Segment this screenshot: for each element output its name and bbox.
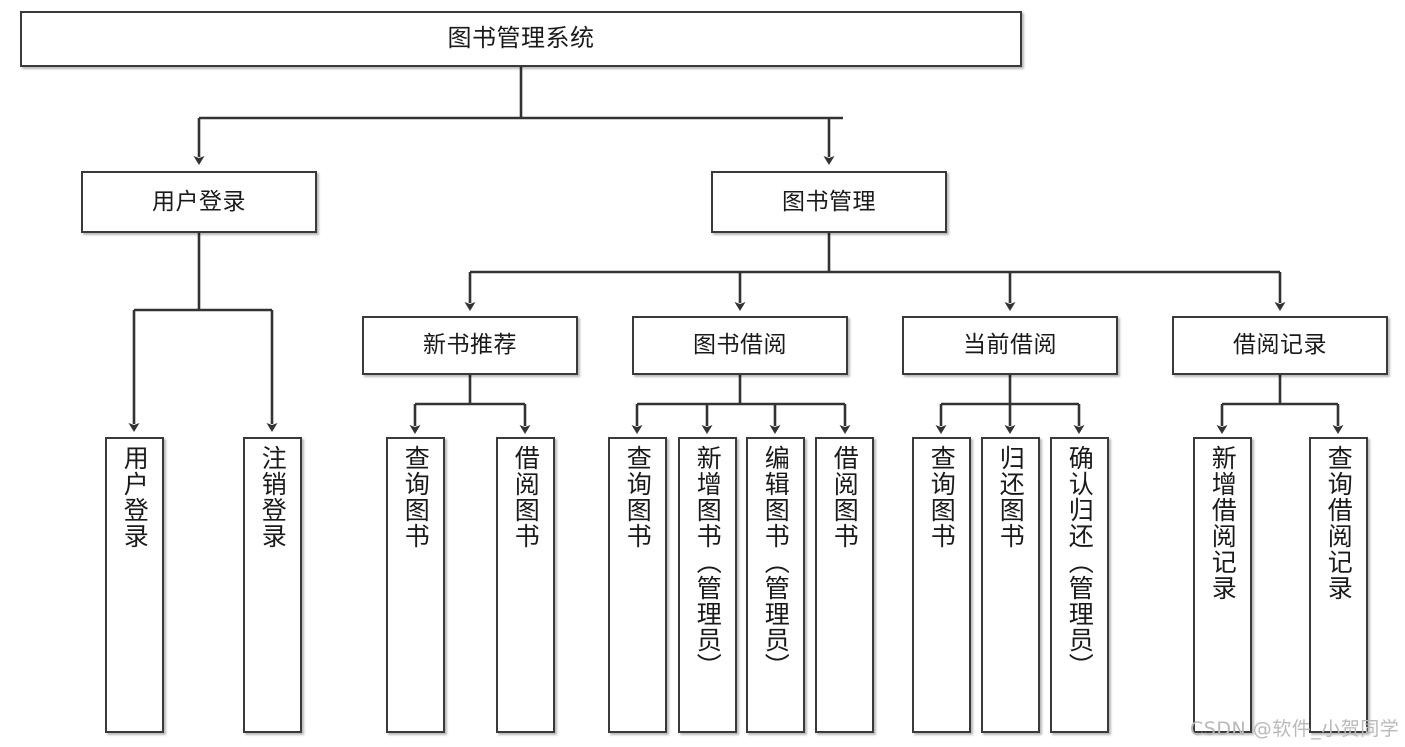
node-label: 注销登录 [258, 445, 288, 549]
node-label: 新增图书（管理员） [693, 445, 723, 679]
node-label: 用户登录 [120, 445, 150, 549]
node-label: 借阅图书 [511, 445, 541, 549]
node-label: 图书管理 [782, 188, 876, 215]
node-root-book-management-system[interactable]: 图书管理系统 [20, 11, 1022, 67]
leaf-bookborrow-query-book[interactable]: 查询图书 [608, 437, 667, 733]
node-label: 编辑图书（管理员） [761, 445, 791, 679]
node-new-book-recommend[interactable]: 新书推荐 [362, 316, 578, 375]
leaf-currentborrow-return-book[interactable]: 归还图书 [981, 437, 1040, 733]
node-label: 查询图书 [623, 445, 653, 549]
leaf-currentborrow-query-book[interactable]: 查询图书 [912, 437, 971, 733]
node-user-login[interactable]: 用户登录 [81, 171, 317, 233]
leaf-borrowrecord-query-record[interactable]: 查询借阅记录 [1309, 437, 1368, 733]
leaf-borrowrecord-add-record[interactable]: 新增借阅记录 [1193, 437, 1252, 733]
node-book-borrow[interactable]: 图书借阅 [632, 316, 848, 375]
leaf-newbook-borrow-book[interactable]: 借阅图书 [496, 437, 555, 733]
node-label: 查询图书 [401, 445, 431, 549]
node-book-management[interactable]: 图书管理 [711, 171, 947, 233]
node-label: 查询图书 [927, 445, 957, 549]
leaf-user-login[interactable]: 用户登录 [105, 437, 164, 733]
leaf-bookborrow-borrow-book[interactable]: 借阅图书 [815, 437, 874, 733]
node-current-borrow[interactable]: 当前借阅 [902, 316, 1118, 375]
node-borrow-record[interactable]: 借阅记录 [1172, 316, 1388, 375]
node-label: 查询借阅记录 [1324, 445, 1354, 601]
node-label: 用户登录 [152, 188, 246, 215]
leaf-logout[interactable]: 注销登录 [243, 437, 302, 733]
node-label: 图书管理系统 [447, 24, 595, 53]
csdn-watermark: CSDN @软件_小贺同学 [1190, 718, 1400, 740]
node-label: 归还图书 [996, 445, 1026, 549]
node-label: 图书借阅 [693, 332, 787, 359]
leaf-bookborrow-edit-book-admin[interactable]: 编辑图书（管理员） [746, 437, 805, 733]
node-label: 新书推荐 [423, 332, 517, 359]
node-label: 新增借阅记录 [1208, 445, 1238, 601]
node-label: 借阅记录 [1233, 332, 1327, 359]
leaf-currentborrow-confirm-return-admin[interactable]: 确认归还（管理员） [1050, 437, 1109, 733]
node-label: 当前借阅 [963, 332, 1057, 359]
node-label: 借阅图书 [830, 445, 860, 549]
leaf-bookborrow-add-book-admin[interactable]: 新增图书（管理员） [678, 437, 737, 733]
node-label: 确认归还（管理员） [1065, 445, 1095, 679]
leaf-newbook-query-book[interactable]: 查询图书 [386, 437, 445, 733]
